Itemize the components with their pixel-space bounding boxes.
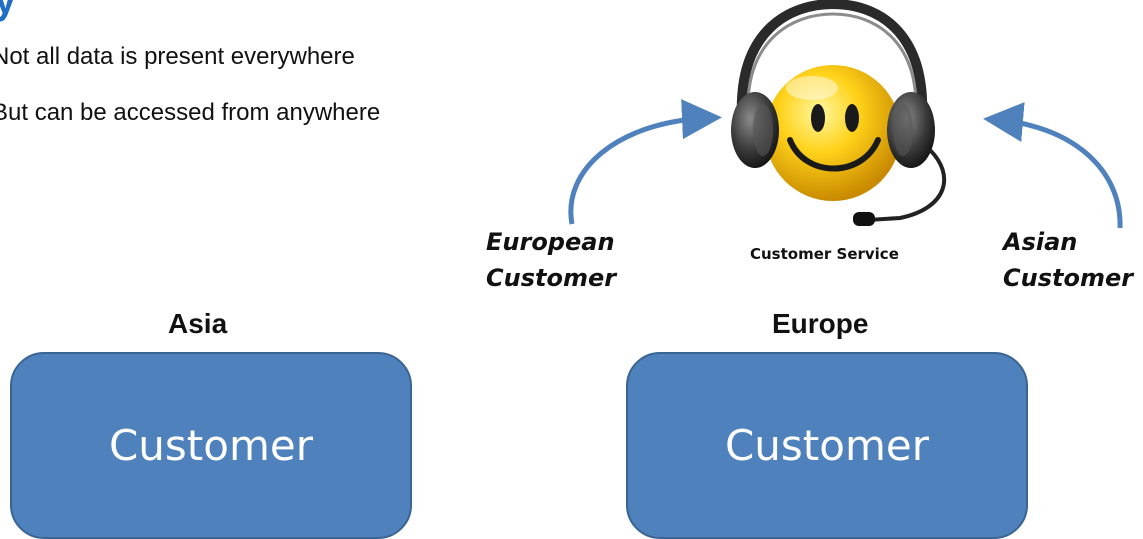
bullet-point-2: But can be accessed from anywhere [0, 99, 381, 126]
asia-customer-store: Customer [10, 352, 412, 539]
customer-service-label: Customer Service [750, 245, 899, 263]
european-customer-label: European Customer [486, 224, 616, 296]
region-label-europe: Europe [772, 308, 869, 339]
arrow-curved-right-icon [568, 99, 722, 225]
asian-customer-line-1: Asian [1003, 228, 1078, 256]
arrow-curved-left-icon [983, 102, 1123, 229]
slide-title-fragment: y [0, 0, 17, 22]
asian-customer-label: Asian Customer [1003, 224, 1133, 296]
europe-customer-store-label: Customer [724, 421, 929, 470]
region-label-asia: Asia [168, 308, 228, 339]
asian-customer-line-2: Customer [1003, 264, 1134, 292]
european-customer-line-1: European [486, 228, 615, 256]
asia-customer-store-label: Customer [108, 421, 313, 470]
european-customer-line-2: Customer [486, 264, 617, 292]
bullet-point-1: Not all data is present everywhere [0, 43, 355, 70]
headset-smiley-icon [731, 0, 947, 226]
europe-customer-store: Customer [626, 352, 1028, 539]
